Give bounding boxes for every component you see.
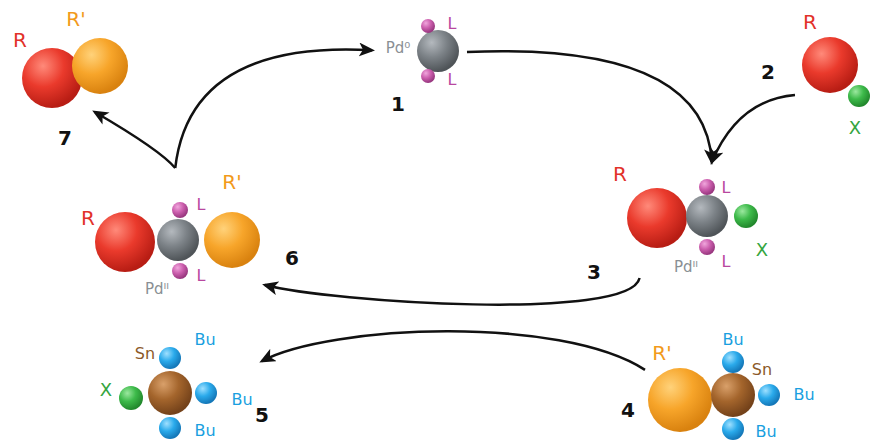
atom-label: L [448, 72, 457, 88]
callout-number: 6 [285, 248, 299, 268]
atom-sphere [159, 347, 181, 369]
molecule: BuXSnBuBu [92, 326, 262, 443]
atom-label: R' [222, 172, 241, 192]
atom-sphere [711, 373, 755, 417]
atom-label: Bu [755, 424, 776, 440]
atom-sphere [95, 212, 155, 272]
atom-label: R' [652, 343, 671, 363]
molecule: R R' [8, 6, 132, 112]
atom-sphere [758, 384, 780, 406]
atom-sphere [648, 368, 712, 432]
atom-sphere [172, 263, 188, 279]
reaction-arrow [265, 278, 640, 305]
callout-number: 3 [587, 262, 601, 282]
atom-label: Sn [752, 362, 772, 378]
atom-sphere [421, 19, 435, 33]
atom-label: Bu [194, 332, 215, 348]
molecule: Pd⁰ L L [372, 8, 467, 96]
atom-label: R [81, 208, 95, 228]
atom-label: Pdᴵᴵ [674, 260, 698, 275]
callout-number: 5 [255, 405, 269, 425]
reaction-arrow [175, 49, 372, 168]
atom-label: L [722, 254, 731, 270]
atom-sphere [699, 239, 715, 255]
molecule: R L X Pdᴵᴵ L [606, 162, 774, 278]
atom-sphere [802, 37, 858, 93]
atom-sphere [848, 85, 870, 107]
atom-label: X [849, 119, 861, 137]
atom-label: Sn [135, 346, 155, 362]
callout-number: 2 [761, 62, 775, 82]
reaction-arrow [467, 51, 712, 162]
molecule: R'BuSnBuBu [645, 325, 825, 443]
atom-sphere [157, 219, 199, 261]
atom-label: L [448, 16, 457, 32]
atom-sphere [734, 204, 758, 228]
atom-sphere [148, 371, 192, 415]
molecule: RX [795, 8, 872, 142]
reaction-arrow [95, 112, 175, 168]
atom-label: Pd⁰ [386, 41, 411, 56]
atom-label: Bu [231, 392, 252, 408]
atom-label: L [197, 268, 206, 284]
atom-label: Bu [793, 387, 814, 403]
atom-label: X [756, 241, 768, 259]
atom-sphere [627, 188, 687, 248]
molecule: R L R' Pdᴵᴵ L [78, 168, 265, 298]
reaction-arrow [712, 95, 795, 162]
callout-number: 1 [391, 94, 405, 114]
atom-label: X [100, 381, 112, 399]
atom-sphere [417, 30, 459, 72]
atom-label: R [13, 30, 27, 50]
callout-number: 7 [58, 128, 72, 148]
atom-sphere [172, 202, 188, 218]
atom-sphere [72, 38, 128, 94]
atom-label: L [722, 180, 731, 196]
callout-number: 4 [621, 400, 635, 420]
reaction-arrow [262, 331, 645, 369]
atom-sphere [722, 418, 744, 440]
atom-label: R [613, 164, 627, 184]
atom-sphere [204, 212, 260, 268]
atom-sphere [722, 351, 744, 373]
atom-sphere [159, 417, 181, 439]
atom-label: R' [66, 9, 85, 29]
atom-label: Bu [722, 332, 743, 348]
atom-sphere [421, 69, 435, 83]
atom-sphere [699, 179, 715, 195]
atom-label: L [197, 197, 206, 213]
atom-sphere [22, 48, 82, 108]
atom-label: Pdᴵᴵ [145, 282, 169, 297]
atom-sphere [119, 386, 143, 410]
atom-sphere [686, 195, 728, 237]
atom-sphere [195, 382, 217, 404]
atom-label: R [803, 12, 817, 32]
atom-label: Bu [194, 423, 215, 439]
